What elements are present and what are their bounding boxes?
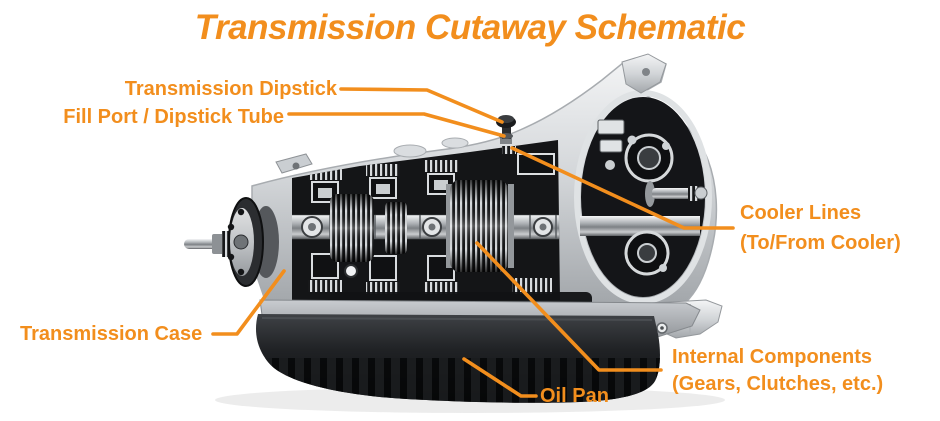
label-transmission-dipstick: Transmission Dipstick <box>125 76 337 102</box>
bell-housing <box>574 90 712 304</box>
top-details <box>275 53 667 278</box>
label-transmission-case: Transmission Case <box>20 321 202 347</box>
output-stub <box>645 181 708 207</box>
leader-cooler-lines <box>510 146 735 230</box>
fill-tube <box>500 136 512 144</box>
label-text: Oil Pan <box>540 385 609 407</box>
label-oil-pan: Oil Pan <box>540 383 609 409</box>
label-internal-components: Internal Components (Gears, Clutches, et… <box>672 344 883 398</box>
label-text: Fill Port / Dipstick Tube <box>63 106 284 128</box>
page-title: Transmission Cutaway Schematic <box>194 8 746 47</box>
label-text: Cooler Lines <box>740 202 862 224</box>
bearings <box>301 216 553 238</box>
label-fill-port-dipstick-tube: Fill Port / Dipstick Tube <box>63 104 284 130</box>
leader-oil-pan <box>462 357 538 398</box>
label-text: (Gears, Clutches, etc.) <box>672 373 884 395</box>
leader-fill-port <box>287 112 506 138</box>
cooler-fitting <box>502 146 516 154</box>
input-flange <box>184 197 279 287</box>
gear-cluster-center <box>446 180 514 272</box>
gear-stack-left <box>330 194 407 262</box>
oil-pan-shape <box>255 314 660 403</box>
label-text: (To/From Cooler) <box>740 232 901 254</box>
label-text: Transmission Dipstick <box>124 78 337 100</box>
label-cooler-lines: Cooler Lines (To/From Cooler) <box>740 198 901 258</box>
internal-gears-clutches <box>292 153 560 294</box>
leader-transmission-dipstick <box>339 87 504 124</box>
label-text: Internal Components <box>672 346 873 368</box>
label-text: Transmission Case <box>20 323 203 345</box>
leader-transmission-case <box>211 269 286 336</box>
leader-internal-components <box>475 241 663 372</box>
